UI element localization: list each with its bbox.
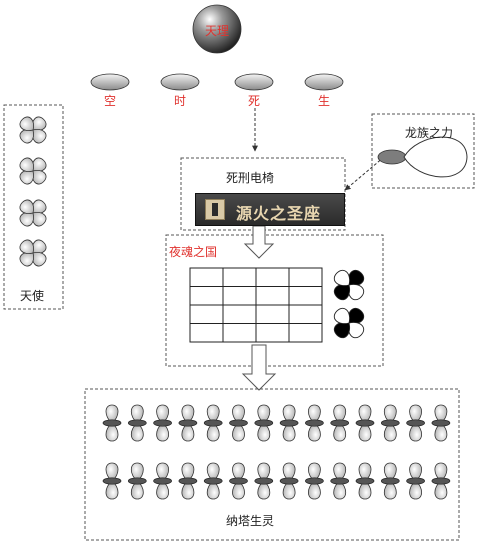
root-label: 天理: [205, 24, 230, 38]
plate-text: 源火之圣座: [236, 204, 322, 223]
dumbbell-orbital: [178, 404, 198, 442]
dumbbell-orbital: [279, 404, 299, 442]
element-label-life: 生: [318, 94, 331, 108]
element-label-time: 时: [174, 94, 187, 108]
dragon-orbital: [377, 136, 468, 178]
soul-table: [189, 267, 323, 343]
holy-seat-plate: 源火之圣座: [195, 193, 345, 226]
element-lobe-death: [234, 73, 274, 91]
dumbbell-orbital: [203, 462, 223, 500]
clover-orbital: [19, 157, 47, 185]
dumbbell-orbital: [380, 404, 400, 442]
dumbbell-orbital: [279, 462, 299, 500]
soul-orbitals: [333, 269, 365, 339]
dragon-to-chair-arrow: [344, 156, 385, 191]
dumbbell-orbital: [254, 404, 274, 442]
dumbbell-orbital: [330, 404, 350, 442]
dragon-label: 龙族之力: [405, 126, 454, 140]
dumbbell-orbital: [380, 462, 400, 500]
dumbbell-orbital: [305, 404, 324, 442]
element-lobe-space: [90, 73, 130, 91]
angels-orbitals: [19, 116, 47, 267]
clover-orbital: [19, 199, 47, 227]
angels-label: 天使: [20, 289, 45, 303]
bw-orbital: [333, 269, 365, 301]
dumbbell-orbital: [431, 462, 451, 500]
dumbbell-orbital: [203, 404, 223, 442]
dumbbell-orbital: [127, 462, 147, 500]
chair-label: 死刑电椅: [226, 171, 275, 185]
dumbbell-orbital: [305, 462, 324, 500]
dumbbell-orbital: [102, 404, 122, 442]
dumbbell-orbital: [406, 404, 425, 442]
chair-to-soul-arrow: [243, 225, 275, 259]
bw-orbital: [333, 307, 365, 339]
angels-box: [3, 104, 64, 310]
dumbbell-orbital: [431, 404, 451, 442]
throne-icon: [205, 199, 225, 220]
soul-to-nata-arrow: [241, 344, 277, 391]
dumbbell-orbital: [406, 462, 425, 500]
nata-label: 纳塔生灵: [226, 514, 275, 528]
dumbbell-orbital: [355, 404, 375, 442]
root-sphere: [192, 4, 242, 54]
soul-box: [165, 234, 384, 367]
dumbbell-orbital: [153, 404, 172, 442]
clover-orbital: [19, 116, 47, 144]
dragon-box: [371, 113, 475, 189]
dumbbell-orbital: [178, 462, 198, 500]
dumbbell-orbital: [355, 462, 375, 500]
dumbbell-orbital: [102, 462, 122, 500]
soul-label: 夜魂之国: [169, 245, 218, 259]
dumbbell-orbital: [127, 404, 147, 442]
clover-orbital: [19, 239, 47, 267]
dumbbell-orbital: [153, 462, 172, 500]
element-label-death: 死: [248, 94, 261, 108]
dumbbell-orbital: [254, 462, 274, 500]
nata-box: [84, 388, 460, 541]
element-lobe-time: [160, 73, 200, 91]
nata-orbitals: [102, 404, 451, 500]
element-label-space: 空: [104, 94, 117, 108]
dumbbell-orbital: [229, 404, 248, 442]
element-lobe-life: [304, 73, 344, 91]
dumbbell-orbital: [330, 462, 350, 500]
dumbbell-orbital: [229, 462, 248, 500]
